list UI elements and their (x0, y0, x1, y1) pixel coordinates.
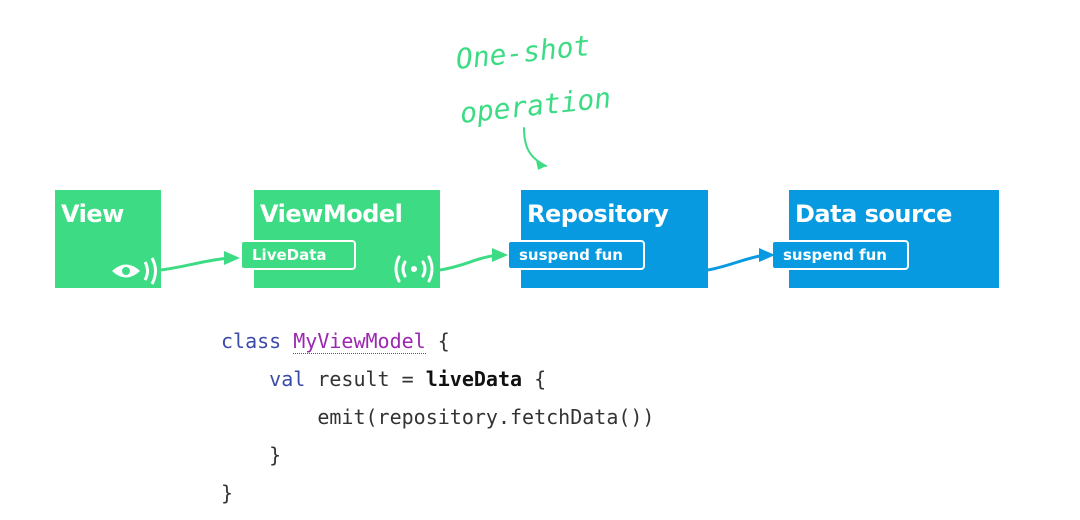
arrowhead-viewmodel-to-repository (492, 248, 508, 262)
repository-box: Repository suspend fun (507, 190, 708, 288)
code-block: class MyViewModel { val result = liveDat… (221, 322, 654, 512)
kw-class: class (221, 329, 282, 353)
builder-brace: { (522, 367, 547, 391)
kw-val: val (269, 367, 306, 391)
inner-close: } (269, 443, 282, 467)
arrowhead-repository-to-datasource (759, 248, 775, 262)
code-line-3: emit(repository.fetchData()) (221, 405, 654, 429)
eye-icon (112, 257, 157, 285)
code-line-2: val result = liveData { (221, 367, 546, 391)
annotation-arrowhead (536, 160, 546, 170)
datasource-suspend-pill: suspend fun (771, 240, 909, 270)
viewmodel-title: ViewModel (260, 200, 403, 228)
builder-name: liveData (425, 367, 523, 391)
code-line-5: } (221, 481, 233, 505)
view-title: View (61, 200, 124, 228)
code-line-1: class MyViewModel { (221, 329, 450, 354)
outer-close: } (221, 481, 234, 505)
datasource-box: Data source suspend fun (771, 190, 999, 288)
view-box: View (55, 190, 161, 288)
arrow-view-to-viewmodel (160, 256, 231, 272)
emit-line: emit(repository.fetchData()) (317, 405, 655, 429)
arrow-repository-to-datasource (707, 253, 766, 272)
brace-open: { (425, 329, 450, 353)
class-name: MyViewModel (293, 329, 426, 354)
broadcast-icon (394, 255, 434, 283)
viewmodel-box: ViewModel LiveData (240, 190, 440, 288)
arrowhead-view-to-viewmodel (224, 251, 240, 265)
arrow-viewmodel-to-repository (439, 253, 499, 272)
annotation-arrow (523, 127, 547, 167)
repository-suspend-pill: suspend fun (507, 240, 645, 270)
repository-title: Repository (527, 200, 669, 228)
livedata-pill: LiveData (240, 240, 356, 270)
code-line-4: } (221, 443, 281, 467)
result-assign: result = (305, 367, 426, 391)
datasource-title: Data source (795, 200, 952, 228)
